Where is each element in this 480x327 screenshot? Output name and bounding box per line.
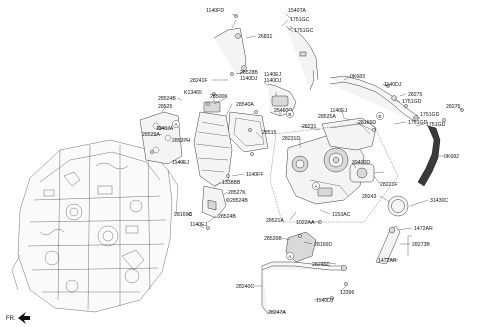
label-28525A: 28525A <box>318 114 336 120</box>
label-39400D: 39400D <box>352 160 370 166</box>
callout-b-1: B <box>286 110 294 118</box>
label-28524B-a: 28524B <box>158 96 176 102</box>
label-1751GD-b: 1751GD <box>420 112 440 118</box>
callout-b-2: B <box>376 112 384 120</box>
label-28521A: 28521A <box>266 218 284 224</box>
svg-text:A: A <box>174 122 178 127</box>
label-1540TA: 1540TA <box>288 8 306 14</box>
coolant-hose-0K683 <box>329 75 419 123</box>
label-28273B: 28273B <box>412 242 430 248</box>
label-28240C: 28240C <box>236 284 254 290</box>
label-28515: 28515 <box>262 130 277 136</box>
front-label: FR. <box>6 316 16 322</box>
label-31430C: 31430C <box>430 198 448 204</box>
assembly-outline <box>269 121 399 223</box>
label-1140DJ-a: 1140DJ <box>240 76 258 82</box>
turbo-heat-shield <box>321 117 377 151</box>
intake-hose-28273B <box>375 225 401 265</box>
label-0K682: 0K682 <box>444 154 459 160</box>
label-1751GD-a: 1751GD <box>402 99 422 105</box>
label-28524B-b: 28524B <box>230 198 248 204</box>
label-1338BB: 1338BB <box>222 180 241 186</box>
front-direction-indicator: FR. <box>6 312 30 324</box>
label-28526B: 28526B <box>264 236 282 242</box>
label-1751GC-b: 1751GC <box>294 28 314 34</box>
label-28165D-a: 28165D <box>358 120 376 126</box>
label-28231D: 28231D <box>282 136 300 142</box>
v-band-clamp <box>387 195 409 217</box>
label-K13465: K13465 <box>184 90 202 96</box>
label-28524B-c: 28524B <box>218 214 236 220</box>
label-25460O: 25460O <box>274 108 292 114</box>
label-28527H: 28527H <box>172 138 190 144</box>
label-28247A: 28247A <box>268 310 286 316</box>
label-28525: 28525 <box>158 104 173 110</box>
catalytic-converter <box>193 101 233 187</box>
label-28243: 28243 <box>362 194 377 200</box>
label-1140FD: 1140FD <box>206 8 224 14</box>
engine-block-illustration <box>11 139 179 313</box>
label-1751GD-d: 1751GD <box>426 122 446 128</box>
callout-a-2: A <box>312 182 320 190</box>
label-1140EJ-c: 1140EJ <box>330 108 348 114</box>
label-1140FF: 1140FF <box>246 172 264 178</box>
label-1022AA: 1022AA <box>296 220 315 226</box>
coolant-hose-0K682 <box>417 125 441 187</box>
callout-a-3: A <box>286 252 294 260</box>
turbocharger-assembly <box>285 135 365 205</box>
front-arrow-icon <box>18 312 30 324</box>
label-1472AR-a: 1472AR <box>414 226 433 232</box>
label-28527K: 28527K <box>228 190 246 196</box>
label-1140EJ-b: 1140EJ <box>172 160 190 166</box>
label-28231: 28231 <box>302 124 317 130</box>
down-pipe-bracket <box>201 185 227 219</box>
part-labels: 1140FD 1540TA 1751GC 1751GC 26831 28241F… <box>142 8 461 316</box>
label-28165D-b: 28165D <box>314 242 332 248</box>
oil-return-pipe <box>261 261 347 315</box>
label-28540A: 28540A <box>236 102 254 108</box>
wastegate-actuator <box>349 163 385 183</box>
label-1140EJ-a: 1140EJ <box>264 72 282 78</box>
label-28246C: 28246C <box>312 262 330 268</box>
intake-hose-28526B <box>285 231 317 263</box>
oil-feed-pipe-25460O <box>267 83 297 117</box>
label-1751GD-c: 1751GD <box>408 120 428 126</box>
svg-text:A: A <box>288 254 292 259</box>
label-28241F: 28241F <box>190 78 208 84</box>
label-28529A: 28529A <box>142 132 160 138</box>
label-28500K: 28500K <box>210 94 228 100</box>
label-28275-b: 28275 <box>446 104 461 110</box>
label-28528B: 28528B <box>240 70 258 76</box>
label-28165C: 28165C <box>174 212 192 218</box>
svg-text:A: A <box>314 184 318 189</box>
label-0K683: 0K683 <box>350 74 365 80</box>
label-1751GC-a: 1751GC <box>290 17 310 23</box>
svg-text:B: B <box>288 112 291 117</box>
label-28275-a: 28275 <box>408 92 423 98</box>
label-1153AC: 1153AC <box>332 212 351 218</box>
label-13396: 13396 <box>340 290 355 296</box>
label-1472AR-b: 1472AR <box>378 258 397 264</box>
label-1140DJ-d: 1140DJ <box>316 298 334 304</box>
label-1140JA: 1140JA <box>156 126 174 132</box>
leader-lines <box>151 13 463 313</box>
callout-a-1: A <box>172 120 180 128</box>
label-26831: 26831 <box>258 34 273 40</box>
turbo-coolant-pipe-upper <box>213 19 319 91</box>
svg-text:B: B <box>378 114 381 119</box>
callout-markers: A B A B A <box>172 110 384 260</box>
label-1140DJ-c: 1140DJ <box>384 82 402 88</box>
label-1140EJ-d: 1140EJ <box>190 222 208 228</box>
label-1140DJ-b: 1140DJ <box>264 78 282 84</box>
label-28221F: 28221F <box>380 182 398 188</box>
